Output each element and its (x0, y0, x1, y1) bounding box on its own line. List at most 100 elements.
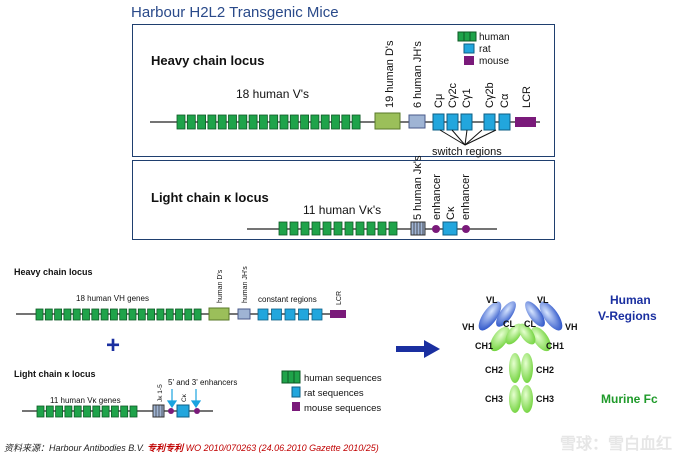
bottom-vh-gene (100, 308, 109, 321)
heavy-v-gene (341, 114, 351, 130)
bottom-heavy-title: Heavy chain locus (14, 267, 93, 277)
bottom-legend-rat: rat sequences (304, 388, 364, 399)
light-vk-gene (311, 221, 321, 236)
light-jk-label: 5 human Jκ's (412, 155, 424, 220)
bottom-vh-gene (156, 308, 165, 321)
legend-mouse-label: mouse (479, 56, 509, 67)
heavy-constant-label: Cμ (433, 94, 445, 108)
bottom-constant-segment (284, 308, 296, 321)
ch2-right-domain (521, 353, 533, 383)
heavy-d-label: 19 human D's (384, 40, 396, 108)
heavy-constant-label: Cγ1 (461, 88, 473, 108)
heavy-constant-segment (432, 113, 445, 131)
bottom-vk-label: 11 human Vκ genes (50, 396, 121, 405)
ch2-right-label: CH2 (536, 365, 554, 375)
vl-right-label: VL (537, 295, 549, 305)
vh-left-label: VH (462, 322, 475, 332)
vh-right-label: VH (565, 322, 578, 332)
legend-mouse-swatch (464, 56, 474, 65)
bottom-vh-gene (63, 308, 72, 321)
legend-rat-label: rat (479, 44, 491, 55)
heavy-v-gene (176, 114, 186, 130)
ch2-left-label: CH2 (485, 365, 503, 375)
bottom-vk-gene (64, 405, 73, 418)
heavy-lcr-segment (515, 117, 536, 127)
light-vk-gene (278, 221, 288, 236)
light-ck-label: Cκ (445, 206, 457, 220)
legend-rat-swatch (463, 43, 475, 54)
watermark: 雪球：雪白血红 (559, 436, 672, 453)
bottom-legend-human: human sequences (304, 373, 382, 384)
heavy-v-gene (186, 114, 196, 130)
bottom-vh-gene (137, 308, 146, 321)
heavy-constant-label: Cγ2c (447, 82, 459, 108)
light-vk-gene (322, 221, 332, 236)
enhancer-1-dot (432, 225, 440, 233)
bottom-lcr-label: LCR (336, 291, 343, 305)
light-chain-panel (132, 160, 555, 240)
murine-fc-label: Murine Fc (601, 392, 658, 406)
antibody-illustration (478, 301, 563, 413)
heavy-v-gene (289, 114, 299, 130)
bottom-vh-gene (91, 308, 100, 321)
heavy-v-gene (351, 114, 361, 130)
heavy-v-gene (331, 114, 340, 130)
vl-left-domain (496, 301, 516, 327)
bottom-jh-label: human JH's (242, 266, 249, 303)
bottom-vh-gene (72, 308, 81, 321)
bottom-vh-label: 18 human VH genes (76, 294, 149, 303)
source-footer: 资料来源：Harbour Antibodies B.V. 专利专利 WO 201… (4, 443, 379, 453)
cl-left-domain (505, 323, 523, 345)
bottom-jk-label: Jκ 1-5 (157, 384, 164, 402)
bottom-vh-gene (128, 308, 137, 321)
heavy-v-gene (207, 114, 217, 130)
bottom-vk-gene (101, 405, 110, 418)
ch3-right-label: CH3 (536, 394, 554, 404)
ch1-right-label: CH1 (546, 341, 564, 351)
heavy-constant-segment (498, 113, 511, 131)
bottom-vh-genes (35, 308, 202, 321)
heavy-constant-label: Cα (499, 93, 511, 108)
heavy-chain-panel (132, 24, 555, 157)
light-locus-title: Light chain κ locus (151, 190, 269, 205)
heavy-locus-title: Heavy chain locus (151, 53, 264, 68)
light-vk-gene (377, 221, 387, 236)
light-vk-gene (344, 221, 354, 236)
bottom-vk-genes (36, 405, 138, 418)
heavy-v-label: 18 human V's (236, 87, 309, 101)
bottom-jk-segment (152, 404, 165, 418)
heavy-v-gene (320, 114, 330, 130)
heavy-v-genes (176, 114, 361, 130)
heavy-v-gene (228, 114, 237, 130)
enhancer-2-dot (462, 225, 470, 233)
vh-left-domain (478, 301, 502, 331)
heavy-v-gene (300, 114, 310, 130)
heavy-d-segment (374, 112, 401, 130)
bottom-vh-gene (147, 308, 156, 321)
light-vk-gene (289, 221, 299, 236)
enhancer-2-label: enhancer (460, 174, 472, 220)
plus-sign: + (106, 332, 120, 359)
human-v-label-1: Human (610, 293, 651, 307)
light-vk-label: 11 human Vκ's (303, 203, 381, 217)
bottom-vh-gene (165, 308, 174, 321)
bottom-vk-gene (73, 405, 82, 418)
cl-right-domain (518, 323, 536, 345)
heavy-lcr-label: LCR (521, 86, 533, 108)
bottom-vk-gene (129, 405, 138, 418)
vh-right-domain (539, 301, 563, 331)
bottom-lcr-segment (330, 310, 346, 318)
light-jk-segment (410, 221, 426, 236)
bottom-enhancers-label: 5' and 3' enhancers (168, 378, 237, 387)
bottom-vk-gene (45, 405, 54, 418)
light-vk-gene (300, 221, 310, 236)
bottom-ck-segment (176, 404, 190, 418)
light-ck-segment (442, 221, 458, 236)
enhancer-arrows (166, 389, 202, 409)
bottom-vh-gene (82, 308, 90, 321)
bottom-vh-gene (193, 308, 202, 321)
bottom-jh-segment (237, 308, 251, 320)
cl-left-label: CL (503, 319, 515, 329)
bottom-vh-gene (175, 308, 183, 321)
ch1-left-domain (490, 326, 510, 352)
